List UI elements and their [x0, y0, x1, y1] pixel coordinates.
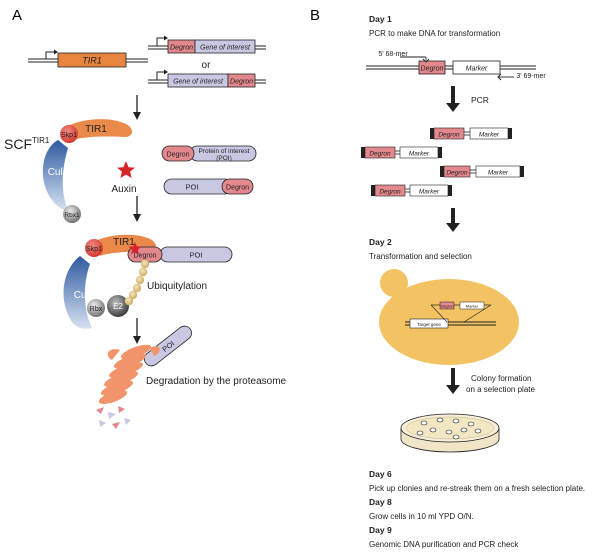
poi-long-label-1: Protein of interest [199, 148, 250, 155]
degron-label: Degron [446, 170, 468, 177]
day9-desc: Genomic DNA purification and PCR check [369, 540, 519, 549]
pcr-arrow: PCR [446, 86, 489, 112]
pcr-product: Degron Marker [371, 184, 452, 197]
promoter-arrow-icon [156, 71, 164, 80]
tir1-label: TIR1 [113, 237, 135, 248]
forward-primer-label: 5' 68-mer [378, 51, 408, 58]
pcr-label: PCR [471, 95, 489, 105]
rbx-label: Rbx [90, 306, 103, 313]
degron-label: Degron [440, 304, 453, 309]
cul1-shape [63, 256, 92, 329]
construct-n-terminal: Degron Gene of interest [148, 35, 266, 54]
skp1-label: Skp1 [61, 132, 77, 139]
forward-primer [400, 56, 427, 60]
day1-desc: PCR to make DNA for transformation [369, 29, 500, 38]
marker-label: Marker [488, 170, 509, 177]
degron-label: Degron [170, 45, 193, 52]
or-text: or [202, 60, 212, 71]
colony-label-2: on a selection plate [466, 385, 535, 394]
petri-dish [400, 413, 500, 453]
flow-arrow-thick: Colony formation on a selection plate [446, 368, 535, 394]
degron-label: Degron [421, 66, 444, 73]
yeast-cell: Target gene Degron Marker [379, 269, 519, 365]
day2-desc: Transformation and selection [369, 252, 472, 261]
reverse-primer-label: 3' 69-mer [516, 73, 546, 80]
marker-label: Marker [466, 304, 479, 309]
degron-label: Degron [226, 185, 249, 192]
degron-label: Degron [230, 79, 253, 86]
degron-label: Degron [369, 151, 391, 158]
target-gene-label: Target gene [417, 322, 441, 327]
colony-label-1: Colony formation [471, 374, 531, 383]
scf-label: SCFTIR1 [4, 136, 50, 152]
skp1-shape [60, 125, 78, 143]
day8-title: Day 8 [369, 497, 392, 507]
ubiquitin-chain [124, 259, 150, 306]
day8-desc: Grow cells in 10 ml YPD O/N. [369, 512, 474, 521]
poi-label: POI [190, 251, 203, 260]
pcr-product: Degron Marker [440, 165, 524, 178]
proteasome-shape [98, 344, 160, 404]
day6-title: Day 6 [369, 469, 392, 479]
tir1-gene-box [57, 52, 127, 68]
e2-shape [107, 295, 129, 317]
colonies [416, 417, 482, 440]
peptide-fragments [96, 406, 131, 429]
panel-a-label: A [12, 7, 22, 24]
rbx1-shape [63, 205, 81, 223]
day9-title: Day 9 [369, 525, 392, 535]
gene-of-interest-label: Gene of interest [200, 45, 251, 52]
rbx-shape [87, 299, 105, 317]
degron-label: Degron [134, 253, 157, 260]
tir1-gene: TIR1 [28, 49, 148, 68]
pcr-product: Degron Marker [361, 146, 442, 159]
degron-label: Degron [167, 152, 190, 159]
poi-label: POI [186, 183, 199, 192]
auxin-label: Auxin [111, 184, 136, 195]
tir1-gene-label: TIR1 [82, 56, 102, 66]
scf-tir1-complex: SCFTIR1 Cul1 TIR1 Skp1 Rbx1 [4, 119, 132, 223]
pcr-template: Degron Marker 5' 68-mer 3' 69-mer [366, 51, 546, 81]
cul1-label: Cul1 [48, 167, 69, 178]
rbx1-label: Rbx1 [64, 212, 80, 219]
tir1-label: TIR1 [85, 124, 107, 135]
marker-label: Marker [409, 151, 430, 158]
degradation-label: Degradation by the proteasome [146, 376, 287, 387]
auxin-star-icon [117, 161, 135, 178]
promoter-arrow-icon [45, 51, 54, 59]
pcr-product: Degron Marker [430, 127, 512, 140]
day1-title: Day 1 [369, 14, 392, 24]
marker-label: Marker [479, 132, 500, 139]
panel-b-label: B [310, 7, 320, 24]
degron-label: Degron [438, 132, 460, 139]
day2-title: Day 2 [369, 237, 392, 247]
poi-long-label-2: (POI) [216, 155, 232, 162]
cul1-label: Cul1 [74, 290, 95, 301]
marker-label: Marker [419, 189, 440, 196]
skp1-label: Skp1 [86, 246, 102, 253]
cul1-shape [42, 140, 68, 210]
degron-label: Degron [379, 189, 401, 196]
poi-long: Degron Protein of interest (POI) [161, 145, 257, 162]
day6-desc: Pick up clonies and re-streak them on a … [369, 484, 585, 493]
promoter-arrow-icon [156, 37, 164, 46]
construct-c-terminal: Gene of interest Degron [148, 69, 266, 88]
e2-label: E2 [113, 302, 123, 311]
gene-of-interest-label: Gene of interest [173, 79, 224, 86]
scf-poi-complex: Cul1 TIR1 Skp1 Degron POI Rbx E2 Ubiquit… [63, 234, 233, 329]
ubiquitylation-label: Ubiquitylation [147, 281, 207, 292]
poi-short: POI Degron [163, 178, 254, 195]
auxin: Auxin [111, 161, 137, 195]
proteasome: POI Degradation by the proteasome [96, 325, 287, 429]
marker-label: Marker [466, 66, 488, 73]
flow-arrow-thick [446, 208, 460, 232]
tir1-shape [64, 119, 132, 140]
skp1-shape [85, 239, 103, 257]
auxin-star-icon [128, 242, 142, 255]
